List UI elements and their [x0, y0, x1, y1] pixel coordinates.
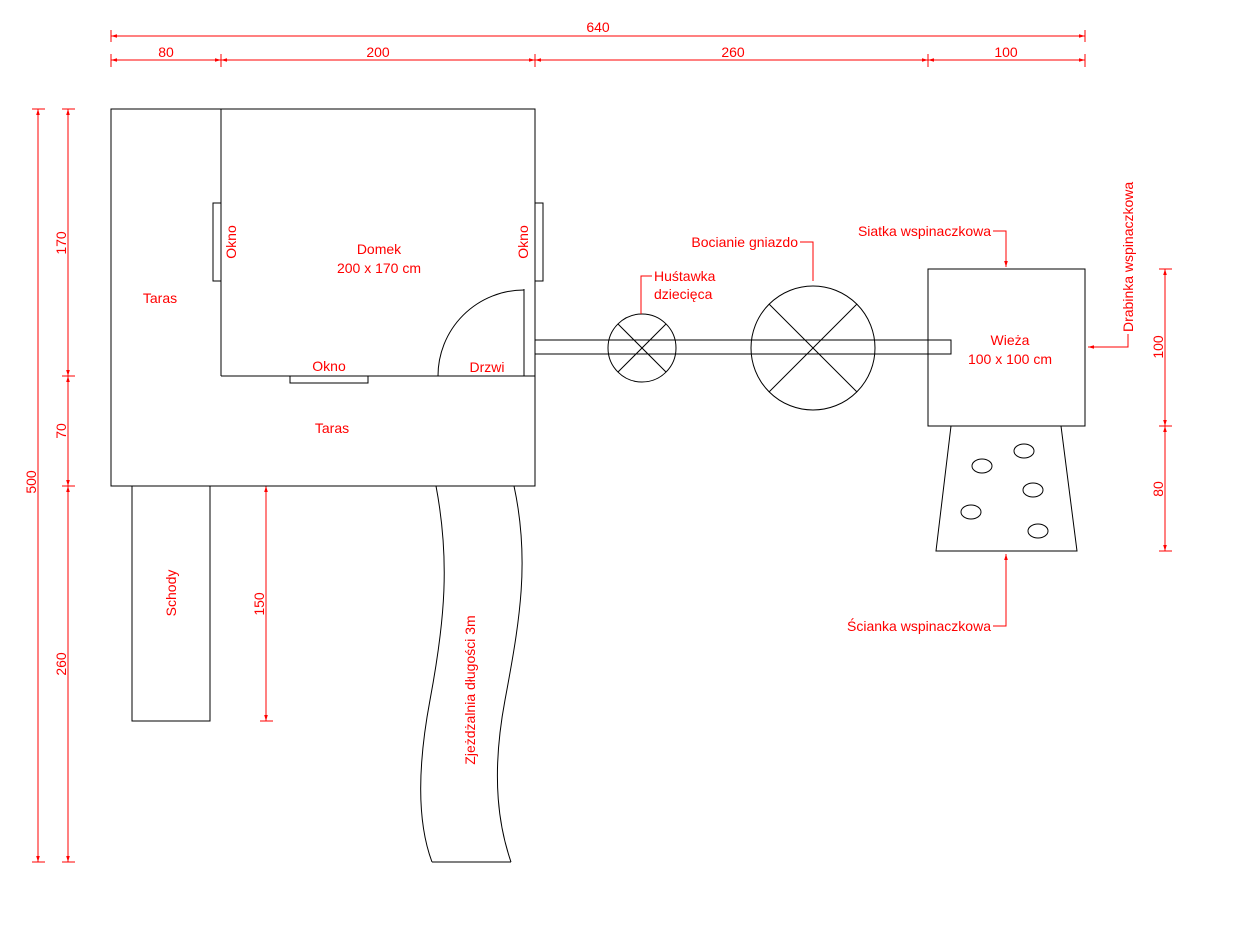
label-stairs: Schody: [163, 570, 179, 617]
dimension-top: 640 80 200 260 100: [110, 19, 1086, 67]
label-window-bottom: Okno: [312, 358, 346, 374]
label-swing-1: Huśtawka: [654, 268, 716, 284]
dim-beam: 260: [721, 44, 745, 60]
label-window-right: Okno: [515, 225, 531, 259]
label-house-title: Domek: [357, 241, 402, 257]
slide: Zjeżdżalnia długości 3m: [420, 485, 523, 863]
label-tower-title: Wieża: [991, 332, 1030, 348]
dim-tower-size: 100: [1150, 335, 1166, 359]
label-swing-2: dziecięca: [654, 286, 713, 302]
climbing-wall: Ścianka wspinaczkowa: [847, 425, 1078, 634]
tower: Wieża 100 x 100 cm Siatka wspinaczkowa D…: [858, 182, 1136, 427]
house-terrace: Taras Taras Domek 200 x 170 cm Okno Okno…: [110, 108, 544, 487]
label-house-size: 200 x 170 cm: [337, 260, 421, 276]
dim-stairs-length: 260: [53, 652, 69, 676]
beam: [534, 339, 952, 355]
label-climbing-net: Siatka wspinaczkowa: [858, 223, 991, 239]
stairs: Schody: [131, 485, 211, 722]
label-terrace-left: Taras: [143, 290, 177, 306]
terrace-outline: [110, 108, 536, 487]
window-bottom: [289, 375, 369, 384]
dim-wall-length: 80: [1150, 481, 1166, 497]
window-right: [534, 202, 544, 282]
dim-terrace: 80: [158, 44, 174, 60]
door-swing-arc: [437, 289, 525, 377]
dimension-right: 100 80: [1150, 268, 1172, 552]
dim-house-depth: 170: [53, 231, 69, 255]
dim-house: 200: [366, 44, 390, 60]
dim-terrace-depth: 70: [53, 423, 69, 439]
label-tower-size: 100 x 100 cm: [968, 351, 1052, 367]
dimension-left: 500 170 70 260 150: [23, 108, 273, 863]
swing: Huśtawka dziecięca: [607, 268, 716, 383]
dim-total-width: 640: [586, 19, 610, 35]
label-climbing-wall: Ścianka wspinaczkowa: [847, 617, 991, 634]
dim-150: 150: [251, 592, 267, 616]
dim-total-height: 500: [23, 470, 39, 494]
label-climbing-ladder: Drabinka wspinaczkowa: [1120, 182, 1136, 332]
label-slide: Zjeżdżalnia długości 3m: [462, 615, 478, 764]
label-terrace-bottom: Taras: [315, 420, 349, 436]
label-stork-nest: Bocianie gniazdo: [691, 234, 798, 250]
window-left: [212, 202, 222, 282]
dim-tower: 100: [994, 44, 1018, 60]
label-window-left: Okno: [223, 225, 239, 259]
label-door: Drzwi: [470, 359, 505, 375]
stork-nest: Bocianie gniazdo: [691, 234, 876, 411]
